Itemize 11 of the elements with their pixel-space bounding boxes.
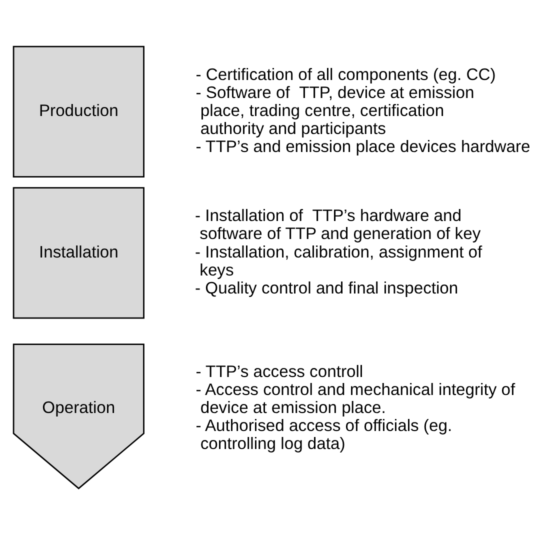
node-label: - Access control and mechanical integrity of device at emission place. xyxy=(196,380,516,417)
node-label: - TTP’s and emission place devices hardware xyxy=(196,136,530,156)
node-label: - Installation, calibration, assignment of keys xyxy=(195,242,482,279)
node-label: - Certification of all components (eg. CC) xyxy=(196,64,496,84)
node-box: Production xyxy=(12,45,144,177)
node-box: Installation xyxy=(12,186,144,318)
node-label: - Software of TTP, device at emission place, trading centre, certification authority and participants xyxy=(196,82,474,138)
node-label: - Authorised access of officials (eg. controlling log data) xyxy=(196,416,452,453)
node-label: - Quality control and final inspection xyxy=(195,278,458,297)
node-label: - TTP’s access controll xyxy=(196,362,364,381)
node-label: - Installation of TTP’s hardware and software of TTP and generation of key xyxy=(195,206,481,243)
